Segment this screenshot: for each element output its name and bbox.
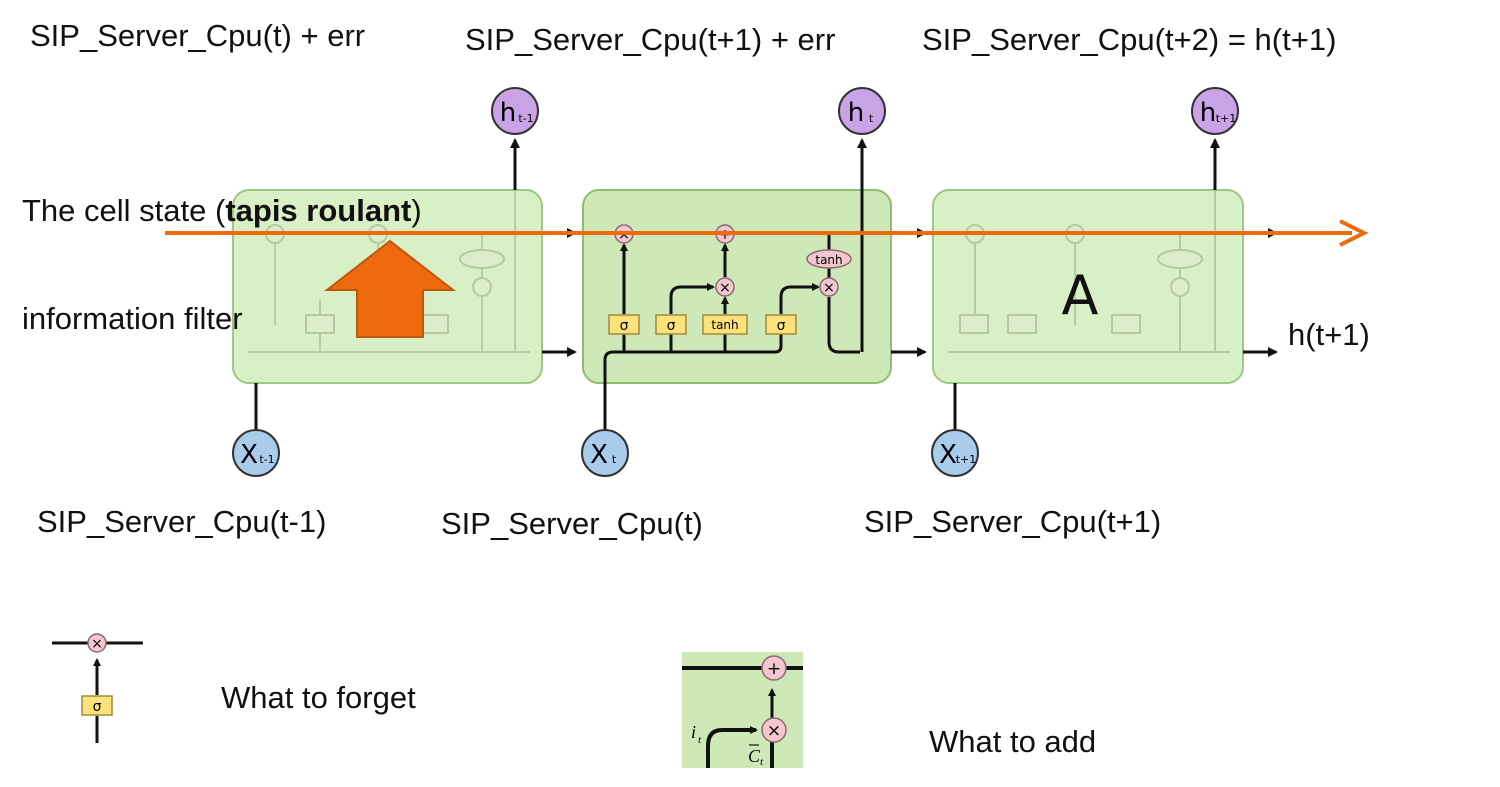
- legend-add-gate: + × i t C t: [682, 652, 803, 768]
- svg-text:h: h: [500, 98, 516, 128]
- svg-text:+: +: [767, 659, 781, 679]
- gate-tanh-candidate: tanh: [711, 318, 738, 332]
- filter-up-arrow: [324, 239, 456, 338]
- gate-sigma-output: σ: [777, 318, 786, 334]
- h-node-current: h t: [838, 87, 886, 135]
- legend-forget-gate: × σ: [52, 633, 143, 743]
- svg-text:t: t: [869, 112, 874, 125]
- svg-text:t-1: t-1: [518, 112, 533, 125]
- lstm-cell-next: [932, 189, 1244, 384]
- svg-text:t+1: t+1: [1216, 112, 1237, 125]
- svg-text:×: ×: [91, 636, 103, 652]
- output-multiply-op: ×: [823, 280, 835, 296]
- svg-text:X: X: [939, 440, 957, 470]
- h-node-next: h t+1: [1191, 87, 1239, 135]
- x-node-current: X t: [581, 429, 629, 477]
- cell-state-bold: tapis roulant: [225, 193, 412, 228]
- h-node-prev: h t-1: [491, 87, 539, 135]
- svg-text:t+1: t+1: [956, 453, 977, 466]
- cell-block-label: A: [1062, 264, 1099, 327]
- cell-state-label: The cell state (tapis roulant): [22, 193, 422, 228]
- svg-text:X: X: [240, 440, 258, 470]
- lstm-cell-current: [582, 189, 892, 384]
- svg-text:t: t: [612, 453, 617, 466]
- svg-text:h: h: [1200, 98, 1216, 128]
- svg-text:t: t: [698, 734, 702, 746]
- gate-sigma-forget: σ: [620, 318, 629, 334]
- info-filter-label: information filter: [22, 301, 243, 336]
- gate-sigma-input: σ: [667, 318, 676, 334]
- svg-text:×: ×: [767, 721, 781, 741]
- label-x-prev: SIP_Server_Cpu(t-1): [37, 504, 327, 539]
- svg-text:t-1: t-1: [259, 453, 274, 466]
- legend-i-label: i: [691, 722, 696, 742]
- label-x-current: SIP_Server_Cpu(t): [441, 506, 703, 541]
- cell-state-arrow: [165, 219, 1369, 247]
- legend-c-label: C: [748, 746, 761, 766]
- label-h-current: SIP_Server_Cpu(t+1) + err: [465, 22, 836, 57]
- svg-text:X: X: [590, 440, 608, 470]
- x-node-prev: X t-1: [232, 429, 280, 477]
- x-node-next: X t+1: [931, 429, 979, 477]
- label-h-next: SIP_Server_Cpu(t+2) = h(t+1): [922, 22, 1337, 57]
- forget-caption: What to forget: [221, 680, 416, 715]
- svg-text:t: t: [760, 756, 764, 768]
- output-label: h(t+1): [1288, 317, 1370, 352]
- svg-text:σ: σ: [93, 699, 102, 715]
- add-caption: What to add: [929, 724, 1097, 759]
- input-multiply-op: ×: [719, 280, 731, 296]
- label-h-prev: SIP_Server_Cpu(t) + err: [30, 18, 366, 53]
- svg-text:h: h: [848, 98, 864, 128]
- label-x-next: SIP_Server_Cpu(t+1): [864, 504, 1162, 539]
- tanh-op: tanh: [815, 253, 842, 267]
